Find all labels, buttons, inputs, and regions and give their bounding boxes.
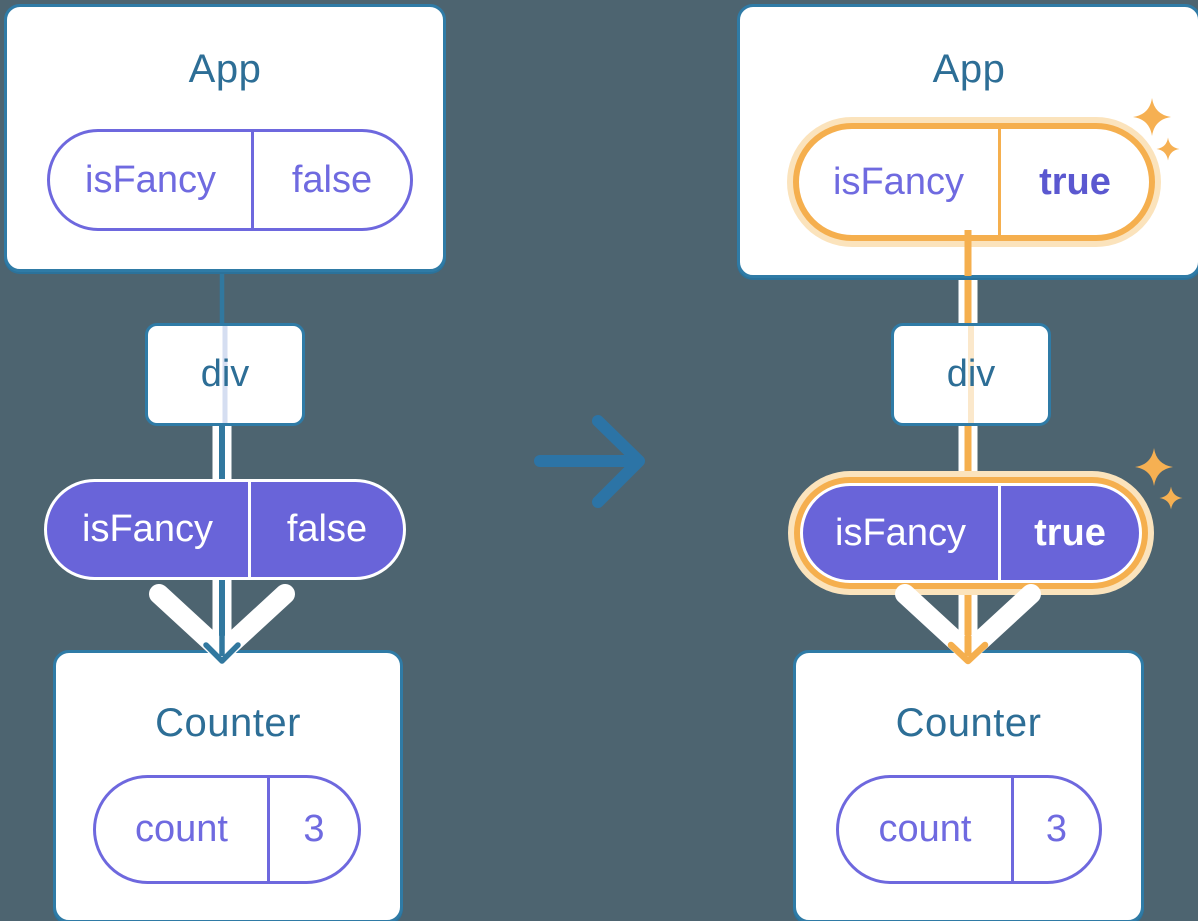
- div-label: div: [200, 353, 250, 395]
- flow-line-pale: [968, 326, 974, 423]
- state-value: 3: [303, 808, 325, 850]
- state-pill: count 3: [93, 775, 361, 884]
- state-name: isFancy: [833, 160, 964, 203]
- div-component-box: div: [145, 323, 305, 426]
- component-title: Counter: [895, 701, 1042, 745]
- chevron-down-icon: [895, 584, 1041, 662]
- prop-value: true: [1034, 511, 1106, 554]
- sparkle-icon: [1159, 486, 1183, 510]
- app-component-card: App isFancy true: [737, 4, 1198, 278]
- div-component-box: div: [891, 323, 1051, 426]
- state-name: isFancy: [85, 158, 216, 201]
- state-name: count: [135, 808, 228, 850]
- component-title: App: [188, 47, 262, 91]
- prop-name: isFancy: [82, 508, 213, 550]
- prop-name: isFancy: [835, 511, 966, 554]
- pill-divider: [1011, 778, 1014, 881]
- component-title: Counter: [155, 701, 301, 745]
- state-value: false: [291, 158, 373, 201]
- pill-divider: [248, 482, 251, 577]
- state-value: 3: [1045, 808, 1068, 850]
- prop-value: false: [286, 508, 368, 550]
- pill-divider: [251, 132, 254, 228]
- counter-component-card: Counter count 3: [793, 650, 1144, 921]
- transition-arrow-icon: [534, 415, 645, 508]
- state-pill: isFancy false: [47, 129, 413, 231]
- pill-divider: [998, 129, 1001, 235]
- prop-pill-highlighted: isFancy true: [800, 483, 1142, 583]
- chevron-down-icon: [149, 584, 295, 662]
- sparkle-icon: [1135, 448, 1173, 486]
- div-label: div: [946, 353, 996, 395]
- prop-pill: isFancy false: [44, 479, 406, 580]
- counter-component-card: Counter count 3: [53, 650, 403, 921]
- flow-line-pale: [222, 326, 228, 423]
- app-component-card: App isFancy false: [4, 4, 446, 272]
- component-title: App: [932, 47, 1006, 91]
- state-name: count: [878, 808, 972, 850]
- pill-divider: [998, 486, 1001, 580]
- state-value: true: [1039, 160, 1111, 203]
- state-pill-highlighted: isFancy true: [793, 123, 1155, 241]
- pill-divider: [267, 778, 270, 881]
- state-pill: count 3: [836, 775, 1102, 884]
